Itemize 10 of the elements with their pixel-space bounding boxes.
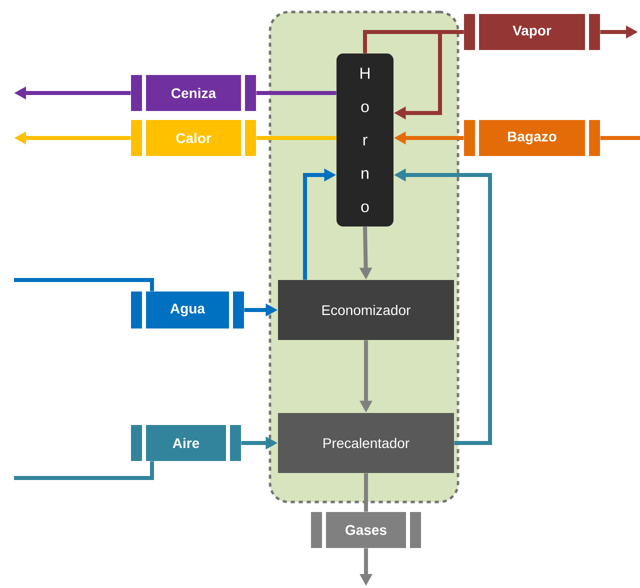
- process-box: Precalentador: [278, 413, 454, 473]
- stream-tag: Ceniza: [131, 75, 256, 111]
- stream-tag: Aire: [131, 425, 241, 461]
- stream-tag: Gases: [311, 512, 421, 548]
- stream-tag: Bagazo: [464, 120, 600, 156]
- stream-tag: Agua: [131, 292, 244, 328]
- process-box: Economizador: [278, 280, 454, 340]
- stream-tag: Calor: [131, 120, 256, 156]
- process-box: H o r n o: [336, 54, 394, 226]
- stream-tag: Vapor: [464, 14, 600, 50]
